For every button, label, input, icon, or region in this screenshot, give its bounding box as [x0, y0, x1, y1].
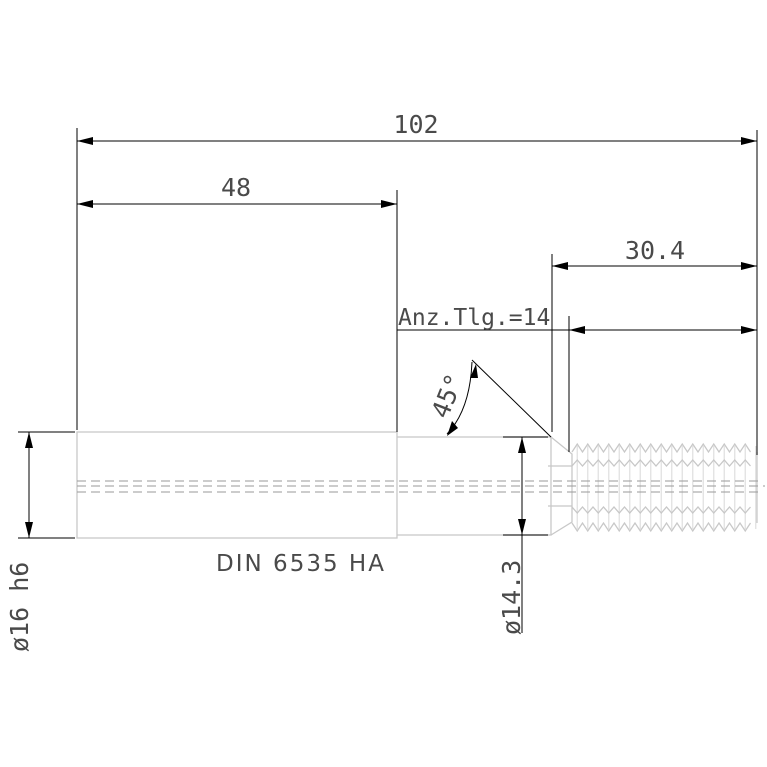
dim-teeth-count: Anz.Tlg.=14	[398, 305, 550, 331]
shank-standard-label: DIN 6535 HA	[216, 551, 386, 577]
dim-shank-diameter: ø16 h6	[5, 562, 34, 652]
arrow-shank-left	[77, 200, 93, 208]
dim-thread-length: 30.4	[625, 236, 685, 265]
arrow-shank-dia-bottom	[25, 522, 33, 538]
extension-lines	[18, 128, 758, 539]
shank-body	[76, 431, 398, 539]
arrow-shank-dia-top	[25, 432, 33, 448]
arrow-angle-top	[470, 364, 478, 378]
thread-edge-0	[571, 442, 752, 454]
arrow-shank-right	[381, 200, 397, 208]
dim-overall-length: 102	[393, 110, 438, 139]
arrow-overall-left	[77, 137, 93, 145]
arrow-neck-dia-bottom	[518, 519, 526, 535]
chamfer-cone	[550, 436, 573, 536]
arrow-neck-dia-top	[518, 437, 526, 453]
arrow-thread-left	[552, 262, 568, 270]
dim-neck-diameter: ø14.3	[497, 560, 526, 635]
arrow-thread-right	[741, 262, 757, 270]
arrow-angle-bottom	[447, 421, 458, 436]
tool-outline	[76, 431, 573, 539]
neck-body	[397, 436, 552, 536]
arrow-teeth-left	[569, 326, 585, 334]
arrow-overall-right	[741, 137, 757, 145]
thread-edge-1	[571, 521, 752, 533]
dim-shank-length: 48	[221, 173, 251, 202]
thread-profile	[571, 442, 758, 533]
arrow-teeth-right	[741, 326, 757, 334]
neck-inner-lines	[548, 465, 572, 507]
dim-chamfer-angle: 45°	[426, 370, 470, 423]
